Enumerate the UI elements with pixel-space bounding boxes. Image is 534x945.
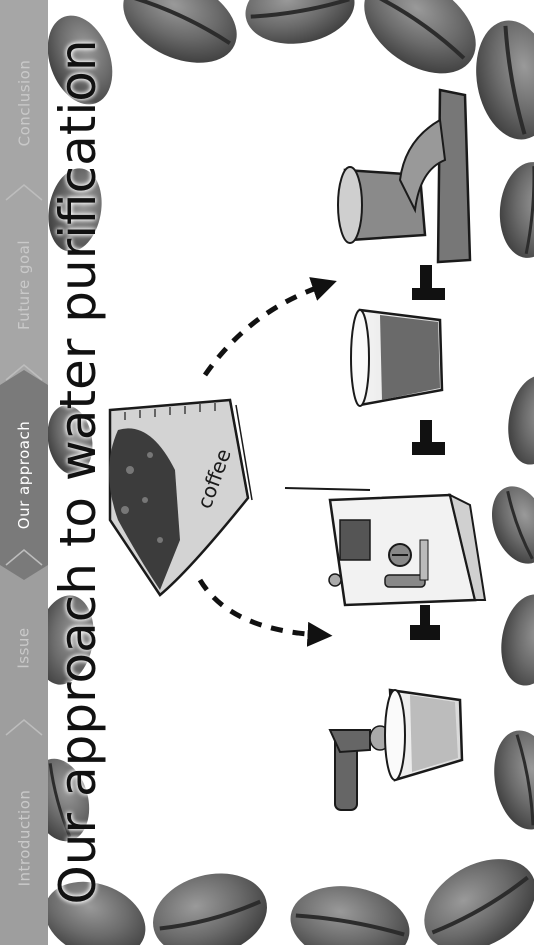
dashed-arrow-up [205, 285, 325, 375]
nav-item-issue[interactable]: Issue [6, 575, 42, 720]
nav-item-our-approach[interactable]: Our approach [6, 385, 42, 565]
nav-item-conclusion[interactable]: Conclusion [6, 20, 42, 185]
bucket-pour-illustration [338, 90, 470, 262]
cup-filtered-water [351, 310, 442, 406]
cup-clean-water [385, 690, 462, 780]
slide-title: Our approach to water purification [48, 2, 108, 942]
nav-item-label: Our approach [15, 421, 33, 529]
nav-item-label: Conclusion [15, 59, 33, 146]
purifier-machine-illustration [285, 488, 485, 605]
nav-item-label: Issue [15, 627, 33, 668]
dashed-arrow-down [200, 580, 320, 635]
nav-item-label: Future goal [15, 240, 33, 330]
faucet-illustration [330, 726, 390, 810]
nav-item-label: Introduction [15, 789, 33, 886]
nav-item-future-goal[interactable]: Future goal [6, 205, 42, 365]
nav-item-introduction[interactable]: Introduction [6, 740, 42, 935]
coffee-filter-illustration: coffee [109, 400, 252, 595]
section-nav: Introduction Issue Our approach Future g… [0, 0, 48, 945]
